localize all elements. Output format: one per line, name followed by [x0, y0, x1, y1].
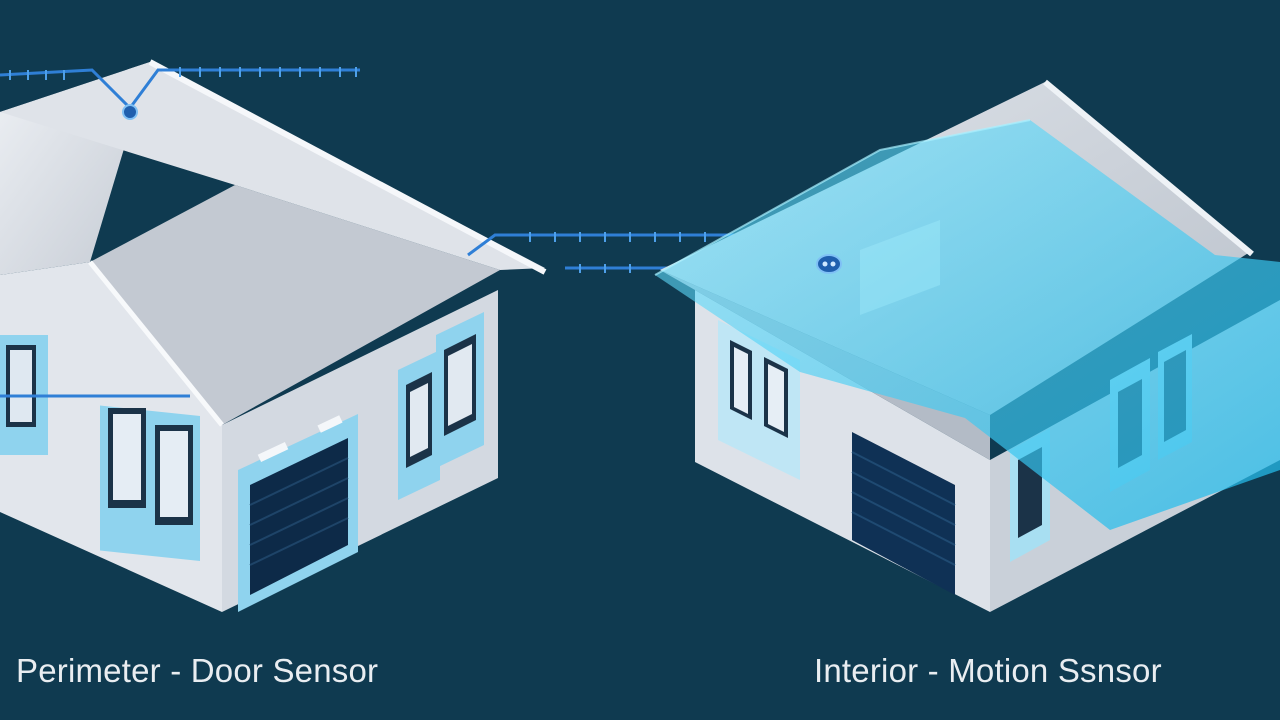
sensor-node-icon [122, 104, 138, 120]
motion-sensor-icon [816, 254, 842, 274]
left-side-window-2 [436, 312, 484, 468]
left-window-2-panes [108, 408, 193, 525]
left-side-window-1 [398, 350, 440, 500]
left-house [0, 59, 547, 612]
left-garage [238, 414, 358, 612]
left-ruler-ticks [9, 67, 357, 80]
left-house-roof-front [90, 185, 500, 425]
interior-caption: Interior - Motion Ssnsor [814, 652, 1162, 689]
right-window-1 [718, 320, 800, 480]
motion-field-highlight [860, 220, 940, 315]
right-garage [851, 432, 956, 595]
perimeter-caption: Perimeter - Door Sensor [16, 652, 379, 689]
right-house [654, 79, 1280, 612]
motion-detection-field [655, 120, 1280, 530]
